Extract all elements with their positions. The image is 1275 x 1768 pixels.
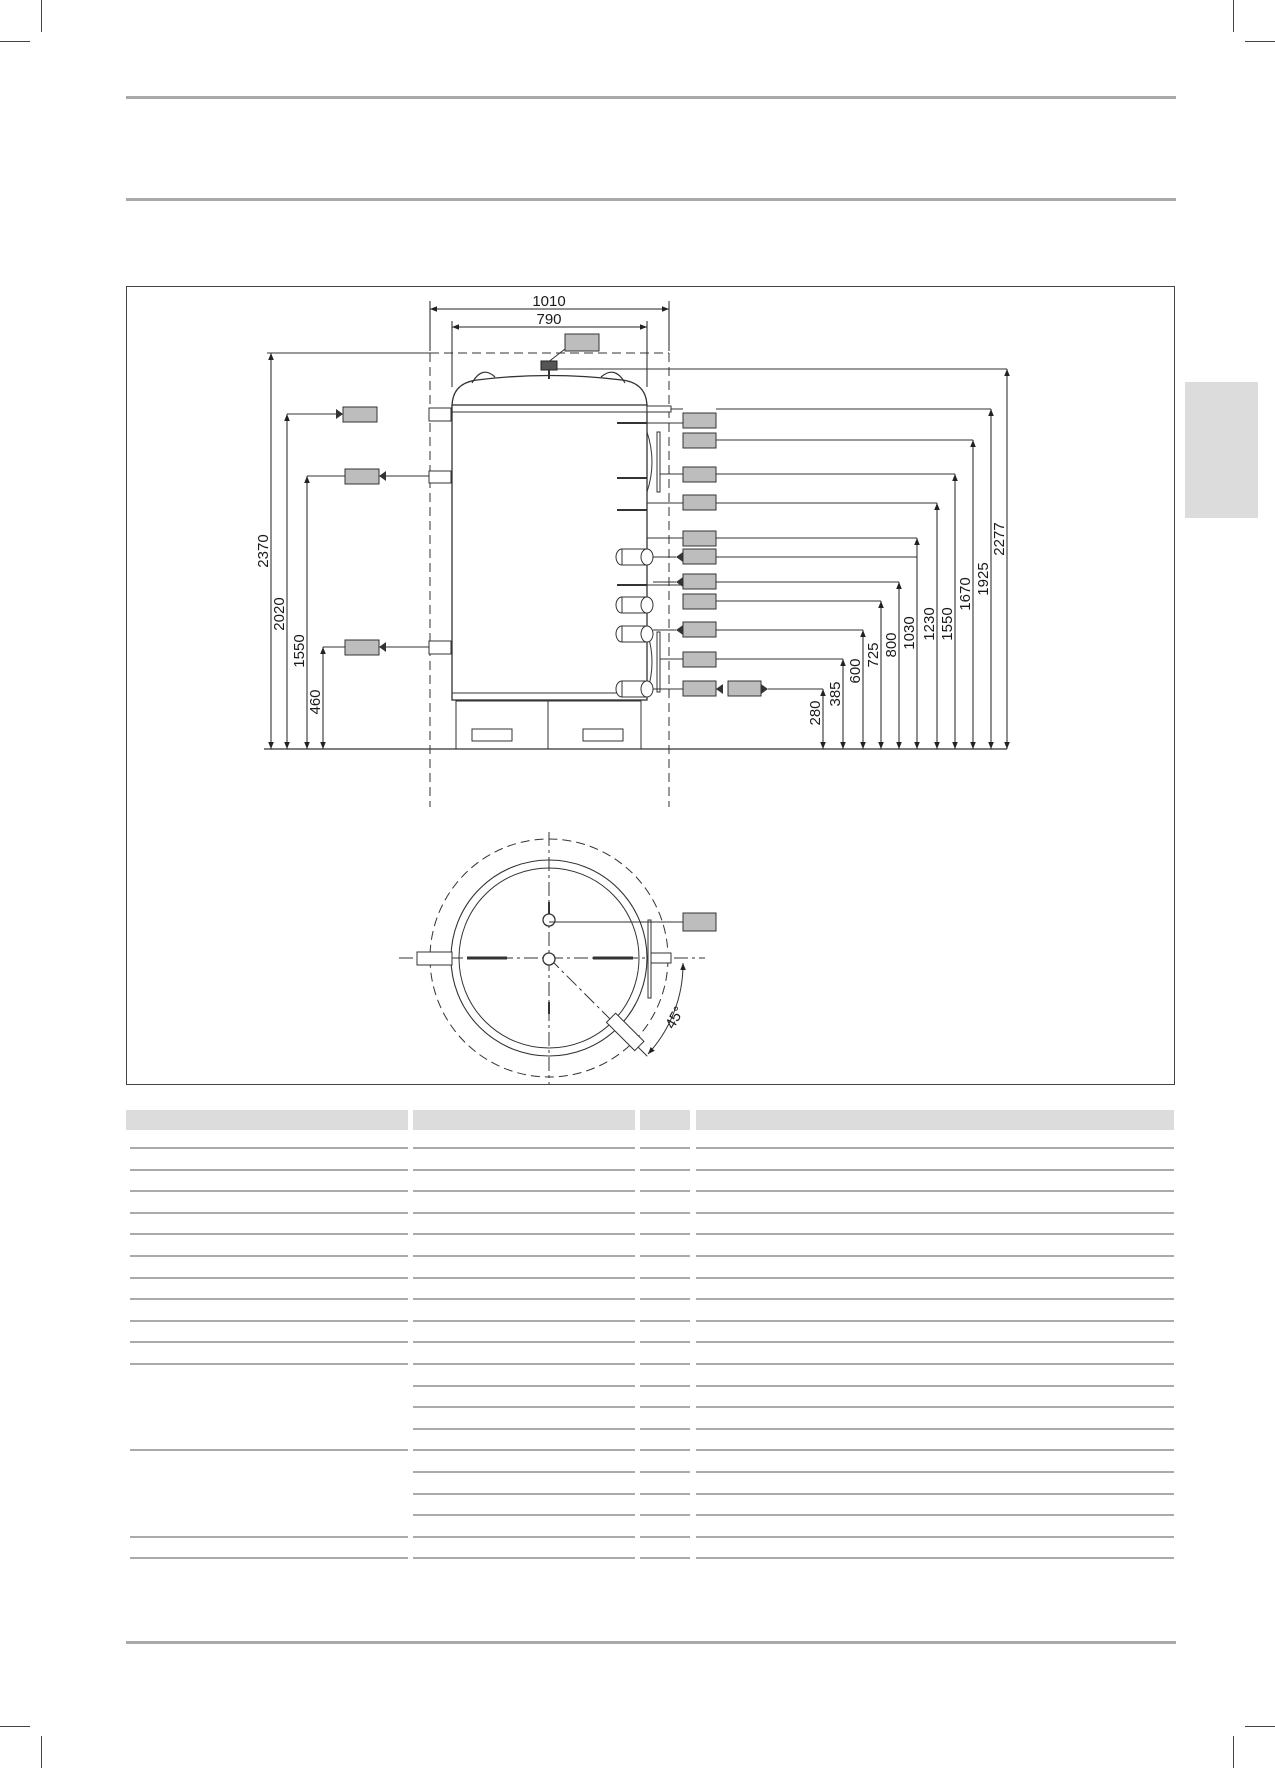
crop-mark-bottom-left-h xyxy=(0,1726,30,1727)
dim-2370: 2370 xyxy=(255,534,272,567)
crop-mark-bottom-right-h xyxy=(1245,1726,1275,1727)
dim-1550-left: 1550 xyxy=(291,634,308,667)
tank-top-view xyxy=(399,832,717,1084)
width-outer-label: 1010 xyxy=(532,293,565,310)
dim-2020: 2020 xyxy=(271,597,288,630)
table-header xyxy=(126,1110,1174,1130)
crop-mark-top-right-h xyxy=(1245,41,1275,42)
dim-385: 385 xyxy=(827,681,844,706)
dim-1550-right: 1550 xyxy=(939,607,956,640)
dim-280: 280 xyxy=(807,700,824,725)
tank-dimension-drawing: 1010 790 xyxy=(126,286,1175,1085)
left-connections xyxy=(287,406,452,656)
chapter-tab xyxy=(1185,382,1258,518)
header-rule-bottom xyxy=(126,198,1176,201)
header-rule-top xyxy=(126,96,1176,99)
dim-800: 800 xyxy=(883,632,900,657)
crop-mark-bottom-left-v xyxy=(41,1736,42,1768)
table-rows xyxy=(130,1147,1174,1559)
dim-725: 725 xyxy=(865,642,882,667)
dim-2277: 2277 xyxy=(991,522,1008,555)
dim-600: 600 xyxy=(847,658,864,683)
top-connection-label-box xyxy=(564,333,600,352)
dim-460: 460 xyxy=(307,689,324,714)
crop-mark-top-left-v xyxy=(41,0,42,32)
width-inner-label: 790 xyxy=(536,311,561,328)
footer-rule xyxy=(126,1641,1176,1644)
crop-mark-top-right-v xyxy=(1233,0,1234,32)
crop-mark-top-left-h xyxy=(0,41,30,42)
dim-1670: 1670 xyxy=(957,577,974,610)
crop-mark-bottom-right-v xyxy=(1233,1736,1234,1768)
dim-1030: 1030 xyxy=(901,616,918,649)
tank-body xyxy=(451,360,648,701)
dim-1925: 1925 xyxy=(975,562,992,595)
dim-1230: 1230 xyxy=(921,607,938,640)
